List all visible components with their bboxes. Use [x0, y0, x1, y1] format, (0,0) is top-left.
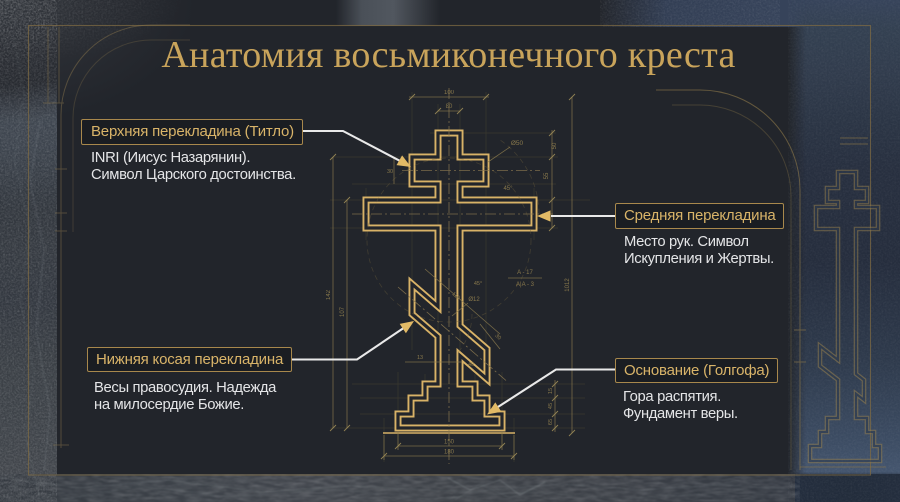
svg-text:45°: 45°: [474, 281, 482, 287]
svg-text:45: 45: [548, 403, 554, 409]
svg-text:110: 110: [450, 291, 461, 301]
svg-text:Ø50: Ø50: [511, 140, 524, 147]
svg-text:107: 107: [340, 306, 346, 317]
svg-text:45°: 45°: [503, 186, 513, 192]
svg-text:150: 150: [444, 440, 455, 446]
svg-text:A - 17: A - 17: [517, 270, 533, 276]
svg-text:Ø12: Ø12: [468, 297, 480, 303]
svg-text:100: 100: [444, 90, 455, 96]
svg-text:55: 55: [544, 172, 550, 179]
svg-text:13: 13: [417, 355, 423, 361]
svg-text:30: 30: [493, 333, 502, 342]
svg-text:1012: 1012: [565, 278, 571, 292]
svg-text:A|A - 3: A|A - 3: [516, 282, 535, 288]
svg-text:180: 180: [444, 450, 455, 456]
svg-text:80: 80: [446, 104, 453, 110]
svg-text:40: 40: [468, 362, 474, 368]
svg-text:15: 15: [548, 388, 554, 394]
svg-text:50: 50: [552, 142, 558, 149]
svg-text:30: 30: [387, 169, 393, 175]
svg-text:142: 142: [326, 289, 332, 300]
svg-text:65: 65: [548, 419, 554, 425]
